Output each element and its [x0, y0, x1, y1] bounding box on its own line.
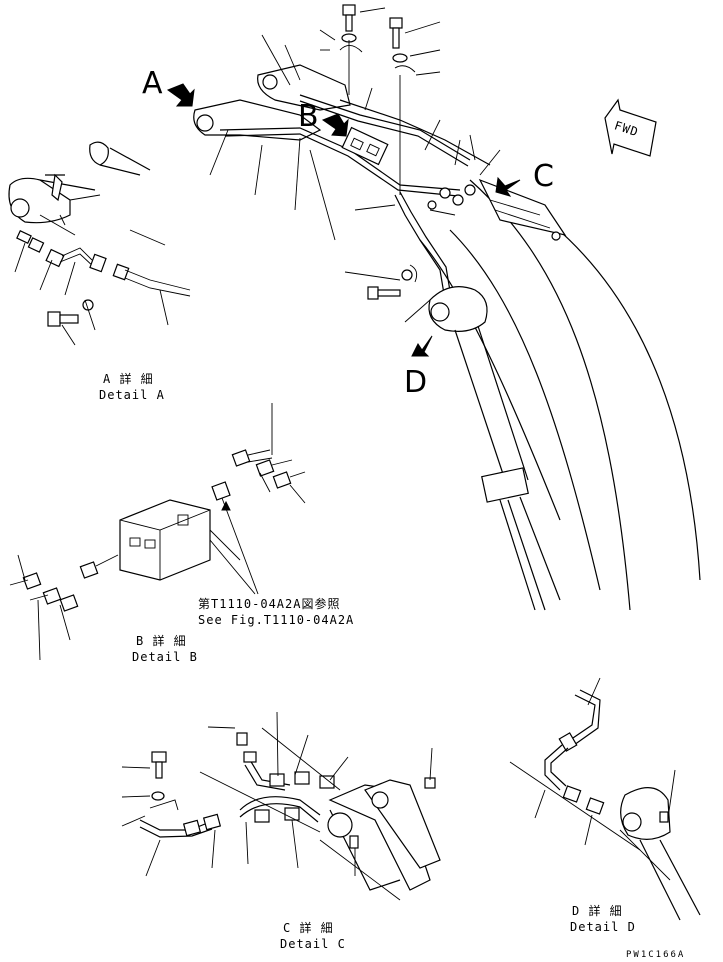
- callout-d: D: [404, 365, 427, 400]
- junction-block: [341, 126, 389, 166]
- arrow-b: [321, 113, 349, 137]
- detail-c-jp: C 詳 細: [283, 920, 334, 935]
- bolt-d: [367, 264, 418, 300]
- arrow-d: [411, 335, 433, 357]
- arm-cylinder: [428, 286, 561, 611]
- callout-b: B: [298, 99, 319, 134]
- clamp-top: [339, 45, 363, 53]
- detail-c-en: Detail C: [280, 937, 346, 951]
- detail-b-view: 第T1110-04A2A図参照 See Fig.T1110-04A2A B 詳 …: [9, 403, 354, 664]
- bolt-top-2: [389, 17, 416, 73]
- callout-c: C: [533, 159, 554, 194]
- detail-b-jp: B 詳 細: [136, 633, 187, 648]
- detail-a-en: Detail A: [99, 388, 165, 402]
- fwd-arrow-icon: FWD: [604, 98, 657, 157]
- detail-a-jp: A 詳 細: [103, 371, 154, 386]
- detail-d-jp: D 詳 細: [572, 903, 623, 918]
- callout-a: A: [142, 66, 163, 101]
- reference-jp: 第T1110-04A2A図参照: [198, 596, 340, 611]
- arrow-a: [166, 83, 195, 107]
- detail-d-view: D 詳 細 Detail D: [509, 677, 701, 934]
- arrow-c: [495, 176, 521, 197]
- detail-c-view: C 詳 細 Detail C: [121, 711, 441, 951]
- drawing-number: PW1C166A: [626, 950, 685, 960]
- reference-en: See Fig.T1110-04A2A: [198, 613, 354, 627]
- detail-b-block: [119, 499, 211, 581]
- bracket-right: [257, 64, 351, 111]
- detail-a-view: A 詳 細 Detail A: [8, 141, 191, 402]
- detail-d-en: Detail D: [570, 920, 636, 934]
- main-assembly-view: A B C D FWD: [142, 4, 701, 611]
- detail-b-en: Detail B: [132, 650, 198, 664]
- bolt-top-1: [341, 4, 357, 43]
